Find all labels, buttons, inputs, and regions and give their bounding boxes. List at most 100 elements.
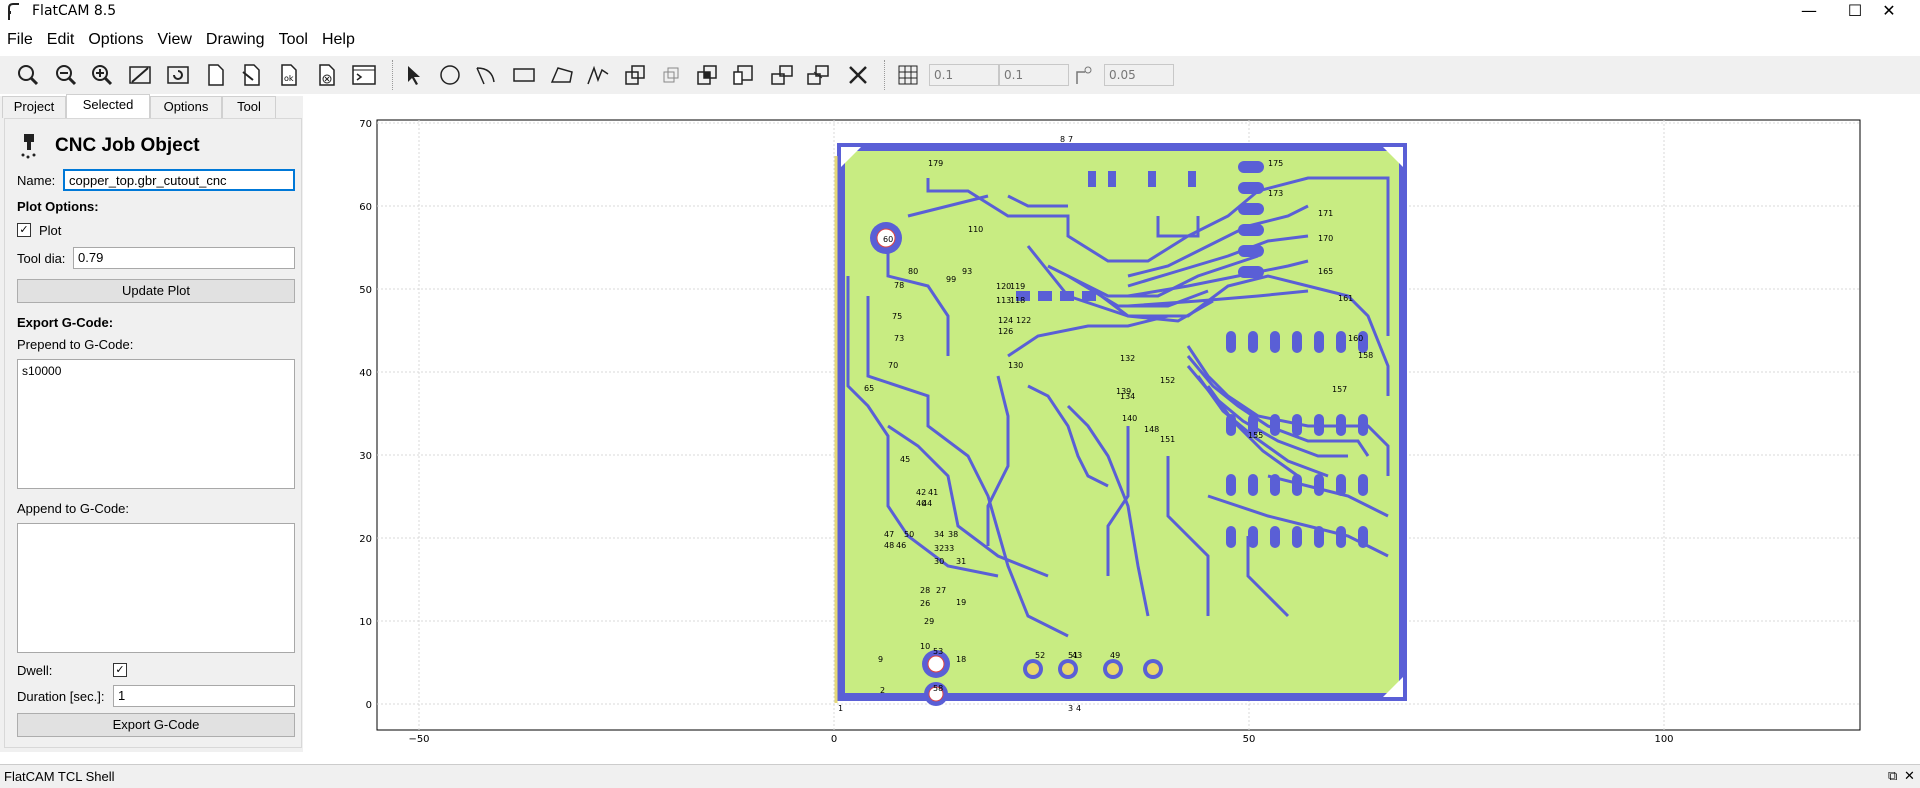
dock-close-button[interactable]: ✕ [1904, 768, 1915, 783]
pcb-labels-upper: 65 70 73 75 78 80 93 99 110 113 118 119 … [864, 159, 1373, 444]
x-tick-label: 100 [1654, 734, 1673, 745]
circle-icon[interactable] [436, 61, 464, 89]
pcb-label: 118 [1010, 296, 1025, 305]
open-gerber-icon[interactable] [238, 61, 266, 89]
dock-restore-button[interactable]: ⧉ [1888, 768, 1898, 783]
pcb-board [834, 143, 1407, 703]
append-textarea[interactable] [17, 523, 295, 653]
append-label: Append to G-Code: [17, 501, 130, 516]
duration-input[interactable]: 1 [113, 685, 295, 707]
menu-bar: File Edit Options View Drawing Tool Help [0, 28, 1920, 52]
tool-dia-input[interactable]: 0.79 [73, 247, 295, 269]
y-tick-label: 10 [359, 617, 372, 628]
tab-options[interactable]: Options [150, 96, 222, 118]
grid-snap-icon[interactable] [894, 61, 922, 89]
grid-x-field[interactable]: 0.1 [929, 64, 999, 86]
pcb-label: 49 [1110, 651, 1120, 660]
rectangle-icon[interactable] [510, 61, 538, 89]
tcl-shell-icon[interactable] [350, 61, 378, 89]
menu-drawing[interactable]: Drawing [205, 31, 265, 48]
tab-project[interactable]: Project [2, 96, 66, 118]
grid-y-field[interactable]: 0.1 [999, 64, 1069, 86]
pcb-label: 132 [1120, 354, 1135, 363]
y-tick-label: 0 [366, 700, 372, 711]
delete-icon[interactable] [314, 61, 342, 89]
pcb-label: 148 [1144, 425, 1159, 434]
snap-max-field[interactable]: 0.05 [1104, 64, 1174, 86]
tab-selected[interactable]: Selected [66, 94, 150, 118]
menu-edit[interactable]: Edit [46, 31, 75, 48]
plot-svg[interactable]: −50 0 50 100 0 10 20 30 40 50 60 70 [308, 96, 1920, 752]
y-tick-label: 60 [359, 202, 372, 213]
plot-canvas[interactable]: −50 0 50 100 0 10 20 30 40 50 60 70 [308, 96, 1920, 752]
menu-tool[interactable]: Tool [278, 31, 308, 48]
intersection-icon[interactable] [658, 61, 686, 89]
copy-icon[interactable] [768, 61, 796, 89]
pcb-label: 46 [896, 541, 906, 550]
pcb-label: 80 [908, 267, 918, 276]
pcb-label: 41 [928, 488, 938, 497]
y-tick-label: 50 [359, 285, 372, 296]
update-plot-button[interactable]: Update Plot [17, 279, 295, 303]
open-excellon-icon[interactable]: ok [276, 61, 304, 89]
path-icon[interactable] [584, 61, 612, 89]
pcb-label: 73 [894, 334, 904, 343]
pcb-label: 161 [1338, 294, 1353, 303]
pcb-label: 165 [1318, 267, 1333, 276]
pcb-label: 42 [916, 488, 926, 497]
cut-path-icon[interactable] [730, 61, 758, 89]
tab-tool[interactable]: Tool [222, 96, 276, 118]
new-project-icon[interactable] [202, 61, 230, 89]
pcb-label: 48 [884, 541, 894, 550]
minimize-button[interactable]: — [1801, 1, 1817, 20]
pcb-label: 99 [946, 275, 956, 284]
clear-plot-icon[interactable] [126, 61, 154, 89]
polygon-icon[interactable] [548, 61, 576, 89]
plot-label: Plot [39, 223, 62, 238]
pcb-label: 70 [888, 361, 898, 370]
pcb-label: 157 [1332, 385, 1347, 394]
close-button[interactable]: ✕ [1882, 1, 1896, 20]
replot-icon[interactable] [164, 61, 192, 89]
tool-dia-label: Tool dia: [17, 251, 66, 266]
pcb-label: 50 [904, 530, 914, 539]
export-gcode-label: Export G-Code: [17, 315, 114, 330]
pcb-pads [1016, 161, 1368, 548]
prepend-textarea[interactable]: s10000 [17, 359, 295, 489]
arc-icon[interactable] [472, 61, 500, 89]
pcb-label: 134 [1120, 392, 1135, 401]
pcb-label: 28 [920, 586, 930, 595]
x-tick-label: −50 [408, 734, 429, 745]
duration-label: Duration [sec.]: [17, 689, 105, 704]
move-icon[interactable] [804, 61, 832, 89]
corner-snap-icon[interactable] [1070, 61, 1098, 89]
plot-checkbox[interactable]: ✓ [17, 223, 31, 237]
pcb-label: 47 [884, 530, 894, 539]
pcb-label: 140 [1122, 414, 1137, 423]
pcb-label: 3 [1068, 704, 1073, 713]
pcb-label: 26 [920, 599, 930, 608]
zoom-out-icon[interactable] [52, 61, 80, 89]
pcb-label: 65 [864, 384, 874, 393]
name-input[interactable]: copper_top.gbr_cutout_cnc [63, 169, 295, 191]
zoom-fit-icon[interactable] [14, 61, 42, 89]
pcb-label: 19 [956, 598, 966, 607]
pcb-label: 27 [936, 586, 946, 595]
export-gcode-button[interactable]: Export G-Code [17, 713, 295, 737]
menu-help[interactable]: Help [321, 31, 355, 48]
pcb-label: 113 [996, 296, 1011, 305]
menu-options[interactable]: Options [88, 31, 144, 48]
flatcam-logo-icon [4, 2, 24, 22]
delete-shape-icon[interactable] [844, 61, 872, 89]
pcb-label: 29 [924, 617, 934, 626]
pcb-label: 75 [892, 312, 902, 321]
select-icon[interactable] [400, 61, 428, 89]
dwell-checkbox[interactable]: ✓ [113, 663, 127, 677]
subtraction-icon[interactable] [694, 61, 722, 89]
maximize-button[interactable]: ☐ [1847, 1, 1863, 20]
y-tick-label: 30 [359, 451, 372, 462]
menu-file[interactable]: File [7, 31, 33, 48]
zoom-in-icon[interactable] [88, 61, 116, 89]
menu-view[interactable]: View [157, 31, 192, 48]
union-icon[interactable] [622, 61, 650, 89]
